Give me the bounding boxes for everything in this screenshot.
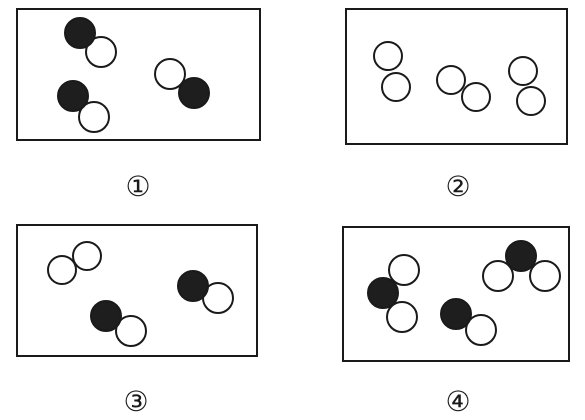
white-atom	[436, 65, 466, 95]
white-atom	[381, 72, 411, 102]
panel-2	[345, 8, 568, 145]
panel-4	[342, 226, 570, 362]
white-atom	[529, 260, 561, 292]
white-atom	[373, 41, 403, 71]
panel-4-molecule-3	[440, 298, 497, 346]
white-atom	[482, 260, 514, 292]
panel-4-label: ④	[445, 385, 470, 418]
panel-1-box	[16, 8, 261, 141]
white-atom	[115, 315, 147, 347]
black-atom	[178, 77, 210, 109]
panel-4-molecule-2	[482, 240, 561, 292]
white-atom	[72, 241, 102, 271]
white-atom	[461, 82, 491, 112]
panel-2-label: ②	[445, 170, 470, 203]
panel-3-label: ③	[123, 385, 148, 418]
panel-2-molecule-1	[373, 41, 411, 102]
white-atom	[47, 255, 77, 285]
white-atom	[465, 314, 497, 346]
black-atom	[440, 298, 472, 330]
white-atom	[508, 56, 538, 86]
black-atom	[505, 240, 537, 272]
black-atom	[367, 277, 399, 309]
black-atom	[64, 17, 96, 49]
panel-1-label: ①	[125, 170, 150, 203]
white-atom	[516, 86, 546, 116]
white-atom	[78, 101, 110, 133]
panel-3-molecule-1	[47, 241, 102, 285]
panel-2-molecule-3	[508, 56, 546, 116]
black-atom	[90, 300, 122, 332]
panel-3-molecule-2	[90, 300, 147, 347]
panel-1	[16, 8, 261, 141]
white-atom	[386, 301, 418, 333]
black-atom	[57, 80, 89, 112]
white-atom	[388, 254, 420, 286]
panel-1-molecule-2	[57, 80, 110, 133]
white-atom	[85, 36, 117, 68]
panel-2-molecule-2	[436, 65, 491, 112]
panel-1-molecule-3	[154, 58, 210, 109]
black-atom	[177, 270, 209, 302]
panel-3-molecule-3	[177, 270, 234, 314]
panel-4-molecule-1	[367, 254, 420, 333]
panel-1-molecule-1	[64, 17, 117, 68]
white-atom	[154, 58, 186, 90]
panel-3	[16, 224, 258, 357]
